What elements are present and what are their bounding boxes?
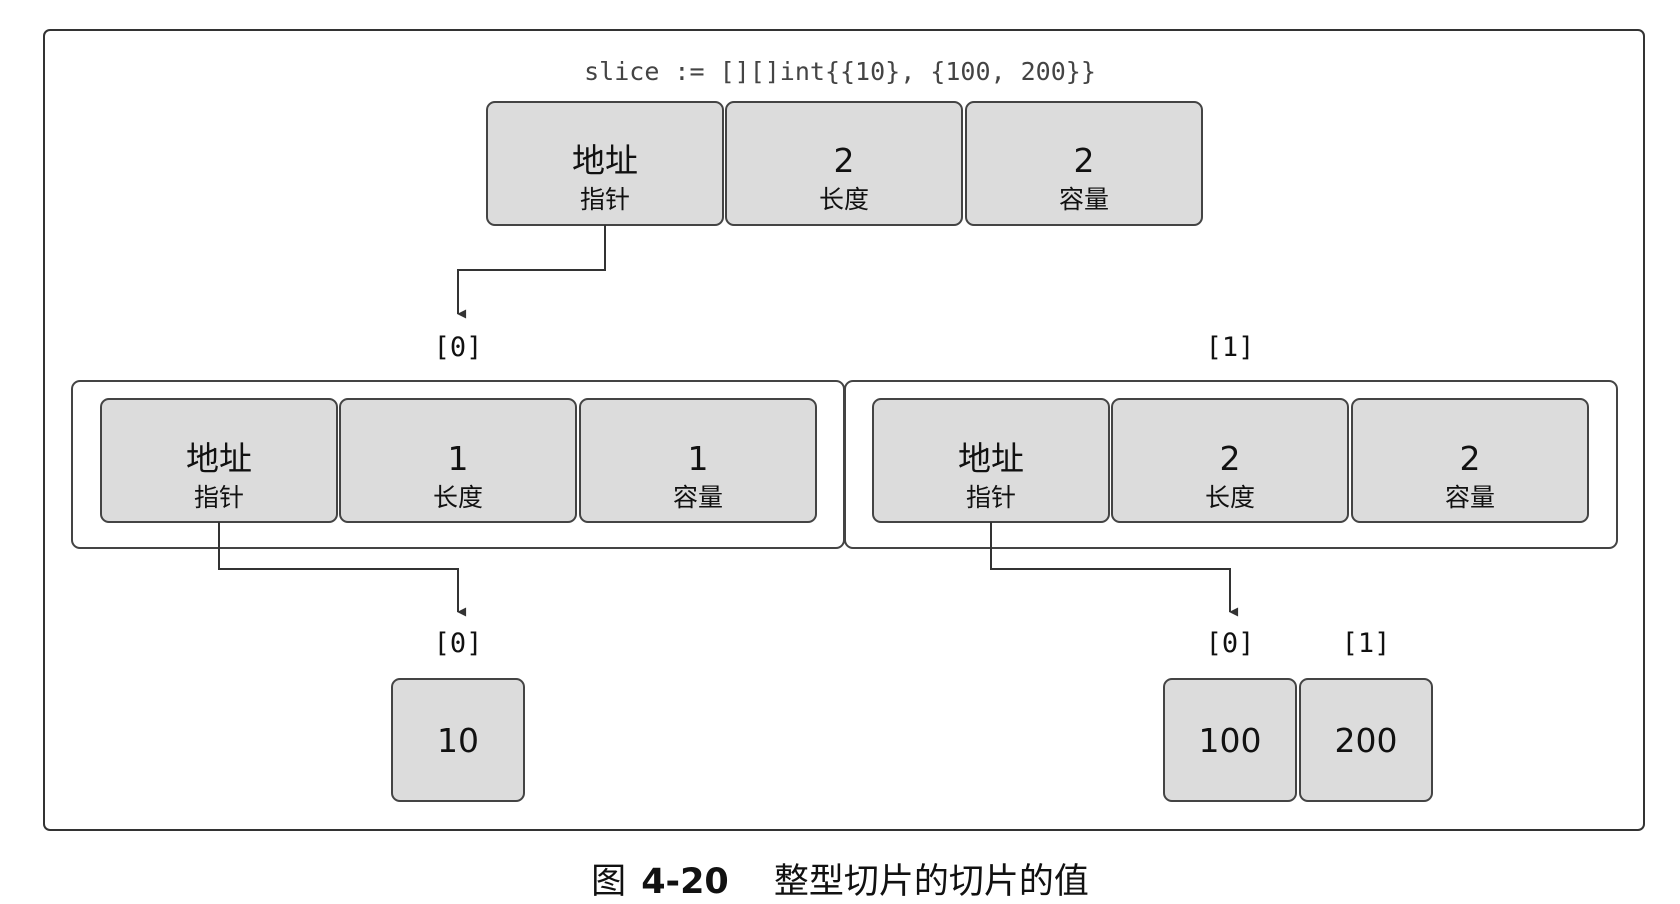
element-index-0-0: [0] (434, 628, 483, 659)
inner-1-pointer-sublabel: 指针 (966, 483, 1016, 512)
outer-capacity-sublabel: 容量 (1059, 185, 1109, 214)
inner-0-length-value: 1 (448, 439, 469, 478)
element-value-0-0: 10 (437, 721, 479, 760)
outer-slice-header: 地址 指针 2 长度 2 容量 (486, 101, 1203, 226)
outer-length-sublabel: 长度 (819, 185, 869, 214)
inner-0-capacity-value: 1 (688, 439, 709, 478)
outer-pointer-sublabel: 指针 (580, 185, 630, 214)
outer-capacity-cell (965, 101, 1203, 226)
caption-title: 整型切片的切片的值 (774, 862, 1089, 902)
element-value-1-0: 100 (1199, 721, 1262, 760)
outer-length-cell (725, 101, 963, 226)
inner-0-length-cell (339, 398, 577, 523)
element-index-1-1: [1] (1342, 628, 1391, 659)
inner-1-length-sublabel: 长度 (1205, 483, 1255, 512)
code-line: slice := [][]int{{10}, {100, 200}} (584, 57, 1096, 86)
outer-capacity-value: 2 (1074, 141, 1095, 180)
element-index-1-0: [0] (1206, 628, 1255, 659)
inner-1-capacity-sublabel: 容量 (1445, 483, 1495, 512)
inner-0-pointer-label: 地址 (186, 439, 252, 478)
element-cell-1-1 (1299, 678, 1433, 802)
inner-1-length-value: 2 (1220, 439, 1241, 478)
inner-slice-0-header: 地址 指针 1 长度 1 容量 (100, 398, 817, 523)
inner-1-capacity-cell (1351, 398, 1589, 523)
inner-0-pointer-sublabel: 指针 (194, 483, 244, 512)
element-value-1-1: 200 (1335, 721, 1398, 760)
inner-0-pointer-arrow (218, 522, 467, 617)
inner-1-length-cell (1111, 398, 1349, 523)
inner-0-capacity-sublabel: 容量 (673, 483, 723, 512)
inner-index-1: [1] (1206, 332, 1255, 363)
element-cell-0-0 (391, 678, 525, 802)
caption-number: 4-20 (641, 862, 729, 902)
inner-1-capacity-value: 2 (1460, 439, 1481, 478)
inner-0-capacity-cell (579, 398, 817, 523)
inner-1-pointer-arrow (990, 522, 1239, 617)
element-cell-1-0 (1163, 678, 1297, 802)
inner-index-0: [0] (434, 332, 483, 363)
outer-pointer-arrow (457, 225, 606, 319)
outer-length-value: 2 (834, 141, 855, 180)
inner-0-length-sublabel: 长度 (433, 483, 483, 512)
diagram-frame (43, 29, 1645, 831)
figure-caption: 图 4-20 整型切片的切片的值 (591, 862, 1089, 902)
outer-pointer-label: 地址 (572, 141, 638, 180)
caption-prefix: 图 (591, 862, 626, 902)
inner-slice-1-header: 地址 指针 2 长度 2 容量 (872, 398, 1589, 523)
inner-1-pointer-label: 地址 (958, 439, 1024, 478)
